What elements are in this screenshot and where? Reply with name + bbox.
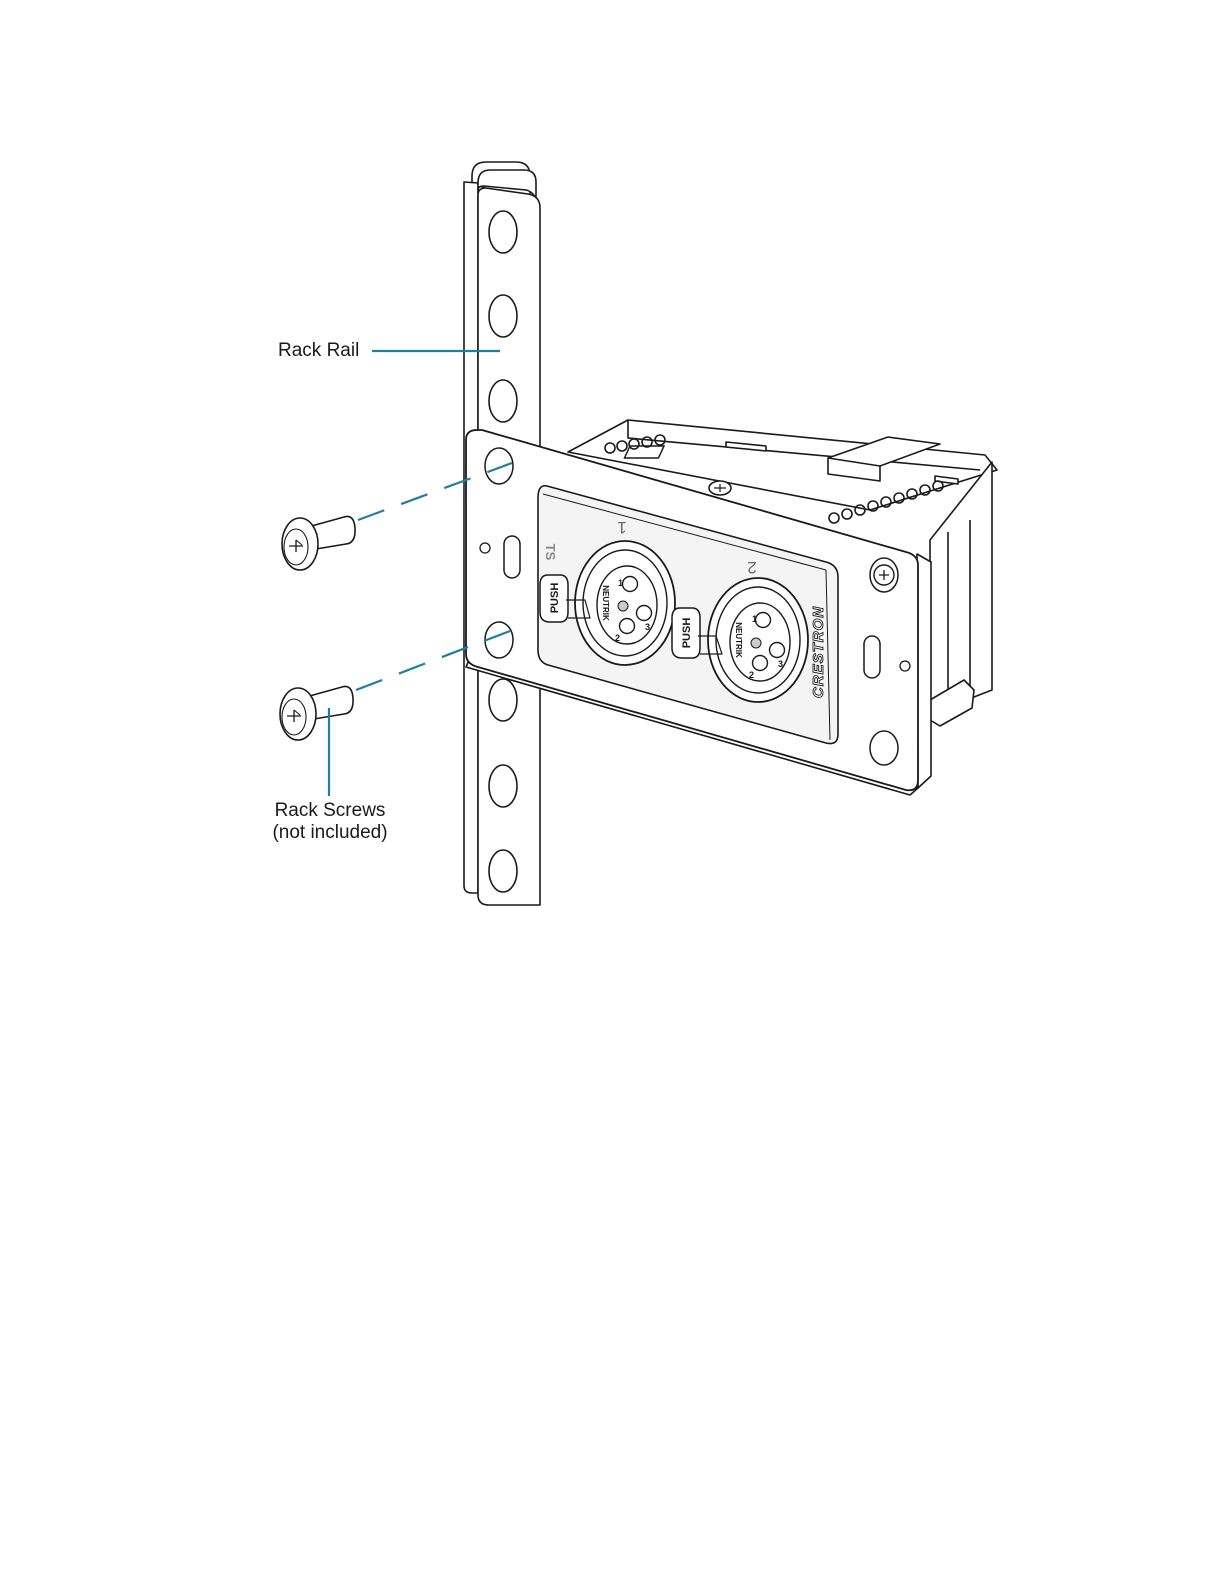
rack-screw-upper [282, 516, 355, 570]
push-label-2: PUSH [681, 618, 693, 649]
rail-hole [489, 765, 517, 807]
push-label-1: PUSH [549, 583, 561, 614]
rack-screw-lower [280, 686, 353, 740]
connector-maker-1: NEUTRIK [601, 585, 610, 621]
rail-hole [489, 211, 517, 253]
rack-screws-label: Rack Screws (not included) [250, 800, 410, 844]
pin-1-label: 1 [752, 614, 757, 624]
rail-hole [489, 295, 517, 337]
corner-mark: TS [543, 544, 558, 561]
rail-hole [489, 850, 517, 892]
pin-3-label: 3 [778, 659, 783, 669]
connector-1-number: 1 [617, 518, 626, 537]
rack-rail-label: Rack Rail [278, 340, 359, 362]
rail-hole [489, 380, 517, 422]
pin-1-label: 1 [618, 578, 623, 588]
rail-hole [489, 679, 517, 721]
connector-maker-2: NEUTRIK [734, 622, 743, 658]
pin-3-label: 3 [645, 622, 650, 632]
brand-logo: CRESTRON [810, 606, 827, 698]
connector-2-number: 2 [747, 558, 756, 577]
rack-screws-label-line1: Rack Screws [250, 800, 410, 822]
pin-2-label: 2 [615, 633, 620, 643]
rack-screws-label-line2: (not included) [250, 822, 410, 844]
pin-2-label: 2 [749, 670, 754, 680]
